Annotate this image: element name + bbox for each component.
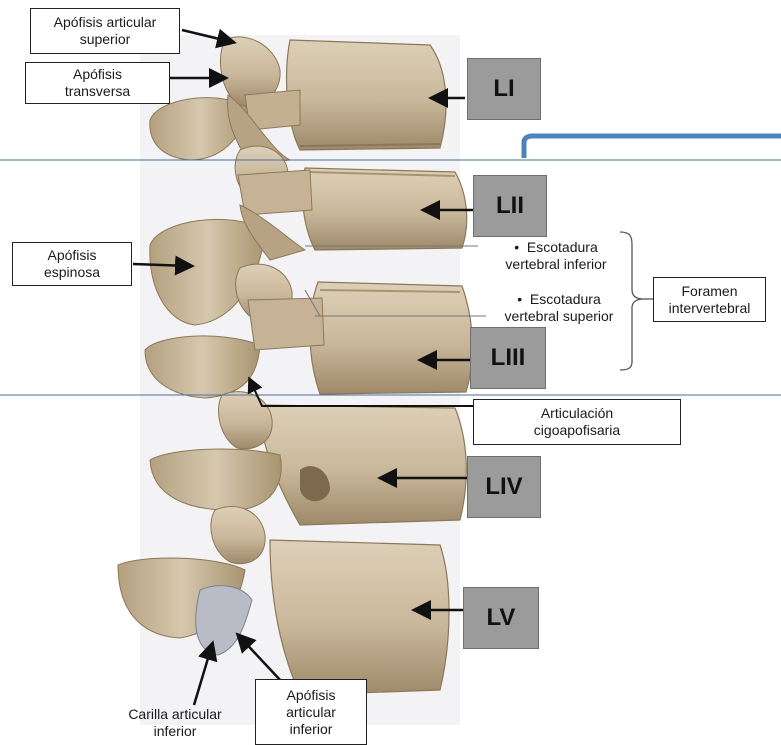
level-box-l3: LIII <box>470 327 546 389</box>
notch-inferior-line2: vertebral inferior <box>486 256 626 273</box>
label-notch-superior: • Escotadura vertebral superior <box>488 291 630 325</box>
label-transverse-line1: Apófisis <box>73 66 122 83</box>
label-superior-line1: Apófisis articular <box>54 14 157 31</box>
notch-superior-line1: • Escotadura <box>488 291 630 308</box>
label-intervertebral-foramen: Foramen intervertebral <box>653 277 766 322</box>
notch-superior-word: Escotadura <box>530 291 601 307</box>
label-notch-inferior: • Escotadura vertebral inferior <box>486 239 626 273</box>
label-zygapophyseal-line2: cigoapofisaria <box>534 422 620 439</box>
notch-inferior-word: Escotadura <box>527 239 598 255</box>
label-spinous-process: Apófisis espinosa <box>12 242 132 286</box>
label-foramen-line2: intervertebral <box>669 300 751 317</box>
label-inferior-process-line3: inferior <box>290 721 333 738</box>
blue-bracket <box>524 136 781 158</box>
label-zygapophyseal-joint: Articulación cigoapofisaria <box>473 399 681 445</box>
notch-superior-line2: vertebral superior <box>488 308 630 325</box>
label-inferior-process-line1: Apófisis <box>286 687 335 704</box>
label-foramen-line1: Foramen <box>681 283 737 300</box>
bullet-icon: • <box>517 291 522 307</box>
label-superior-line2: superior <box>80 31 131 48</box>
label-facet-line1: Carilla articular <box>100 706 250 723</box>
level-box-l4: LIV <box>467 456 541 518</box>
level-box-l5: LV <box>463 587 539 649</box>
level-l4-label: LIV <box>485 473 522 501</box>
bullet-icon: • <box>514 239 519 255</box>
label-spinous-line2: espinosa <box>44 264 100 281</box>
label-inferior-process-line2: articular <box>286 704 336 721</box>
label-spinous-line1: Apófisis <box>47 247 96 264</box>
level-l2-label: LII <box>496 192 524 220</box>
label-inferior-articular-process: Apófisis articular inferior <box>255 679 367 745</box>
label-facet-line2: inferior <box>100 723 250 740</box>
level-box-l2: LII <box>473 175 547 237</box>
label-zygapophyseal-line1: Articulación <box>541 405 613 422</box>
level-box-l1: LI <box>467 58 541 120</box>
level-l5-label: LV <box>487 604 516 632</box>
label-transverse-line2: transversa <box>65 83 130 100</box>
label-superior-articular-process: Apófisis articular superior <box>30 8 180 54</box>
notch-inferior-line1: • Escotadura <box>486 239 626 256</box>
label-inferior-articular-facet: Carilla articular inferior <box>100 706 250 740</box>
label-transverse-process: Apófisis transversa <box>25 62 170 104</box>
level-l1-label: LI <box>493 75 514 103</box>
level-l3-label: LIII <box>491 344 526 372</box>
